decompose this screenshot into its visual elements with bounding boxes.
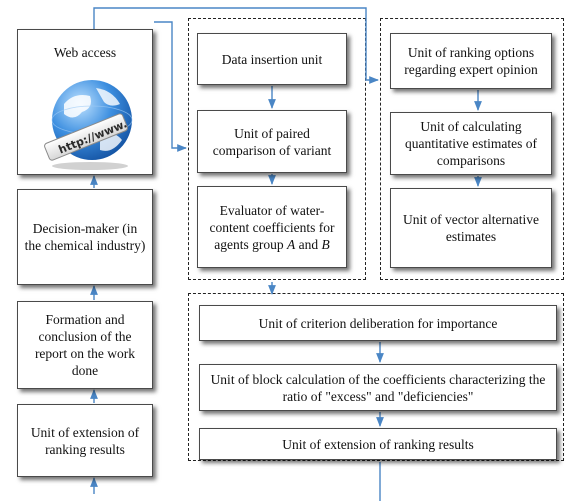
paired-comparison-label: Unit of paired comparison of variant [212,125,332,158]
vector-estimates-box: Unit of vector alternative estimates [390,188,552,268]
group-b-frame [380,18,564,280]
web-access-box: Web access [17,29,153,175]
group-a-frame [188,18,366,280]
extension-ranking-box-left: Unit of extension of ranking results [17,404,153,477]
ranking-options-label: Unit of ranking options regarding expert… [404,45,538,77]
paired-comparison-box: Unit of paired comparison of variant [197,110,347,173]
ranking-options-box: Unit of ranking options regarding expert… [390,33,552,89]
data-insertion-box: Data insertion unit [197,33,347,85]
criterion-label: Unit of criterion deliberation for impor… [258,315,498,331]
connector-web-to-group-b [93,7,379,84]
block-calc-label: Unit of block calculation of the coeffic… [210,371,546,404]
globe-http-icon: http://www. [34,74,144,172]
evaluator-label: Evaluator of water-content coefficients … [209,202,335,252]
data-insertion-label: Data insertion unit [221,51,323,67]
block-calc-box: Unit of block calculation of the coeffic… [199,364,557,411]
decision-maker-box: Decision-maker (in the chemical industry… [17,189,153,285]
extension-ranking-box-right: Unit of extension of ranking results [199,428,557,460]
criterion-box: Unit of criterion deliberation for impor… [199,305,557,341]
vector-estimates-label: Unit of vector alternative estimates [402,212,540,244]
calc-quantitative-label: Unit of calculating quantitative estimat… [405,119,537,168]
extension-ranking-label-right: Unit of extension of ranking results [282,436,474,452]
formation-report-box: Formation and conclusion of the report o… [17,301,153,389]
connector-web-to-group-a [154,21,187,152]
group-c-frame [188,293,564,461]
calc-quantitative-box: Unit of calculating quantitative estimat… [390,112,552,175]
formation-report-label: Formation and conclusion of the report o… [34,312,136,378]
web-access-label: Web access [53,45,117,60]
decision-maker-label: Decision-maker (in the chemical industry… [24,221,146,253]
evaluator-box: Evaluator of water-content coefficients … [197,186,347,268]
extension-ranking-label-left: Unit of extension of ranking results [30,424,140,457]
